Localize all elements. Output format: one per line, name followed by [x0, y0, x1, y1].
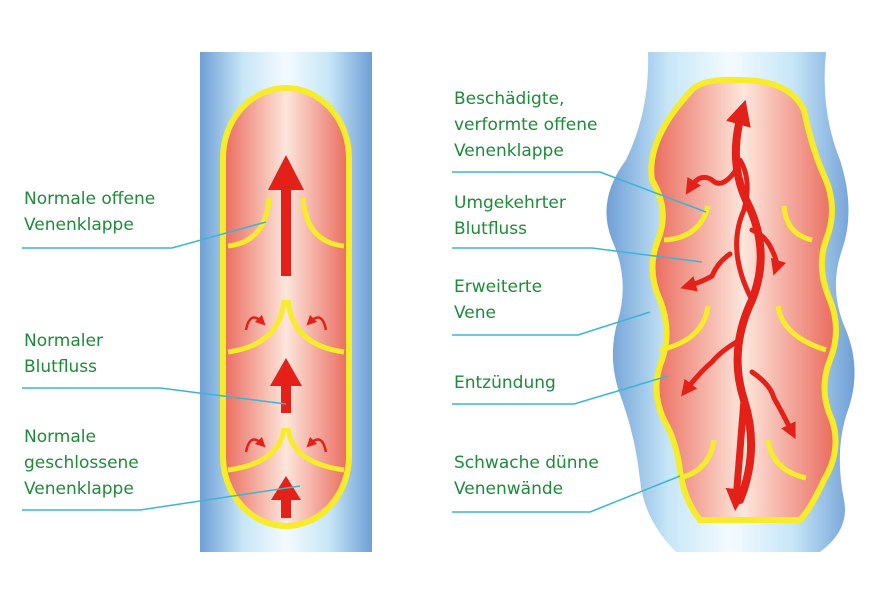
label-line: verformte offene — [454, 115, 598, 135]
label-line: Schwache dünne — [454, 453, 599, 473]
label-line: Venenwände — [454, 479, 564, 499]
label-line: Blutfluss — [454, 219, 528, 239]
label-line: Blutfluss — [24, 357, 98, 377]
left-leader-lines — [22, 221, 301, 511]
label-inflammation: Entzündung — [454, 370, 556, 396]
label-line: Beschädigte, — [454, 89, 565, 109]
healthy-open-valve-left — [227, 197, 272, 249]
healthy-eddy-arrows — [244, 314, 328, 453]
varicose-vein — [606, 52, 855, 552]
label-line: Venenklappe — [454, 141, 564, 161]
healthy-vein — [200, 52, 372, 552]
label-normal-open-valve: Normale offene Venenklappe — [24, 186, 155, 238]
label-line: Normaler — [24, 331, 103, 351]
label-line: Venenklappe — [24, 215, 134, 235]
label-reversed-flow: Umgekehrter Blutfluss — [454, 190, 566, 242]
healthy-closed-valve-right — [285, 427, 345, 473]
healthy-vein-interior — [220, 85, 352, 529]
label-line: geschlossene — [24, 453, 139, 473]
label-dilated-vein: Erweiterte Vene — [454, 274, 542, 326]
label-normal-closed-valve: Normale geschlossene Venenklappe — [24, 424, 139, 502]
healthy-closed-valve-left — [227, 427, 287, 473]
varicose-vein-interior — [648, 76, 839, 523]
label-line: Normale offene — [24, 189, 156, 209]
healthy-valve-mid-right — [285, 299, 345, 355]
reversed-flow-arrows — [680, 99, 796, 512]
label-damaged-valve: Beschädigte, verformte offene Venenklapp… — [454, 86, 597, 164]
label-normal-blood-flow: Normaler Blutfluss — [24, 328, 103, 380]
right-leader-lines — [452, 171, 707, 513]
healthy-valve-mid-left — [227, 299, 287, 355]
healthy-open-valve-right — [300, 197, 345, 249]
label-line: Umgekehrter — [454, 193, 566, 213]
label-line: Venenklappe — [24, 479, 134, 499]
label-line: Vene — [454, 303, 497, 323]
damaged-valve-left — [663, 205, 711, 243]
label-line: Entzündung — [454, 373, 556, 393]
label-thin-walls: Schwache dünne Venenwände — [454, 450, 599, 502]
label-line: Erweiterte — [454, 277, 543, 297]
label-line: Normale — [24, 427, 96, 447]
damaged-valve-right — [781, 205, 813, 243]
